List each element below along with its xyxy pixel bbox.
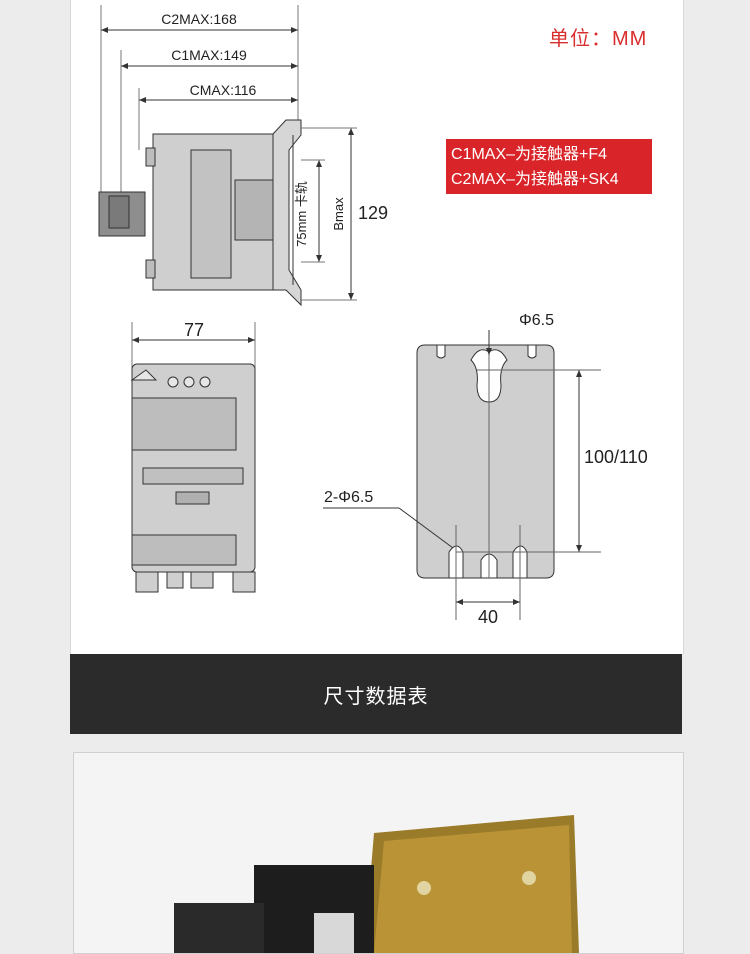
note-line: C2MAX–为接触器+SK4 — [451, 171, 619, 188]
dim-c2max: C2MAX:168 — [161, 11, 237, 27]
mounting-plate — [323, 330, 601, 620]
product-photo — [73, 752, 684, 954]
dim-hole: Φ6.5 — [519, 312, 554, 329]
dim-height: 129 — [358, 203, 388, 223]
note-line: C1MAX–为接触器+F4 — [451, 146, 608, 163]
caption-bar: 尺寸数据表 — [70, 654, 682, 734]
dim-two-holes: 2-Φ6.5 — [324, 489, 373, 506]
dimension-drawing: C2MAX:168 C1MAX:149 CMAX:116 75mm 卡轨 Bma… — [98, 5, 648, 627]
dim-width: 77 — [184, 320, 204, 340]
dim-cmax: CMAX:116 — [190, 82, 257, 98]
drawing-panel: C2MAX:168 C1MAX:149 CMAX:116 75mm 卡轨 Bma… — [70, 0, 684, 654]
front-view — [130, 322, 256, 593]
dim-bmax: Bmax — [331, 197, 346, 231]
product-photo-art — [74, 753, 683, 953]
dim-c1max: C1MAX:149 — [171, 47, 247, 63]
side-view — [98, 5, 357, 307]
caption-title: 尺寸数据表 — [323, 685, 429, 708]
unit-label: 单位：MM — [549, 28, 648, 50]
note-box: C1MAX–为接触器+F4 C2MAX–为接触器+SK4 — [446, 139, 652, 194]
dim-rail: 75mm 卡轨 — [294, 181, 309, 247]
dim-hole-spacing: 40 — [478, 607, 498, 627]
dim-hole-pitch: 100/110 — [584, 447, 648, 467]
